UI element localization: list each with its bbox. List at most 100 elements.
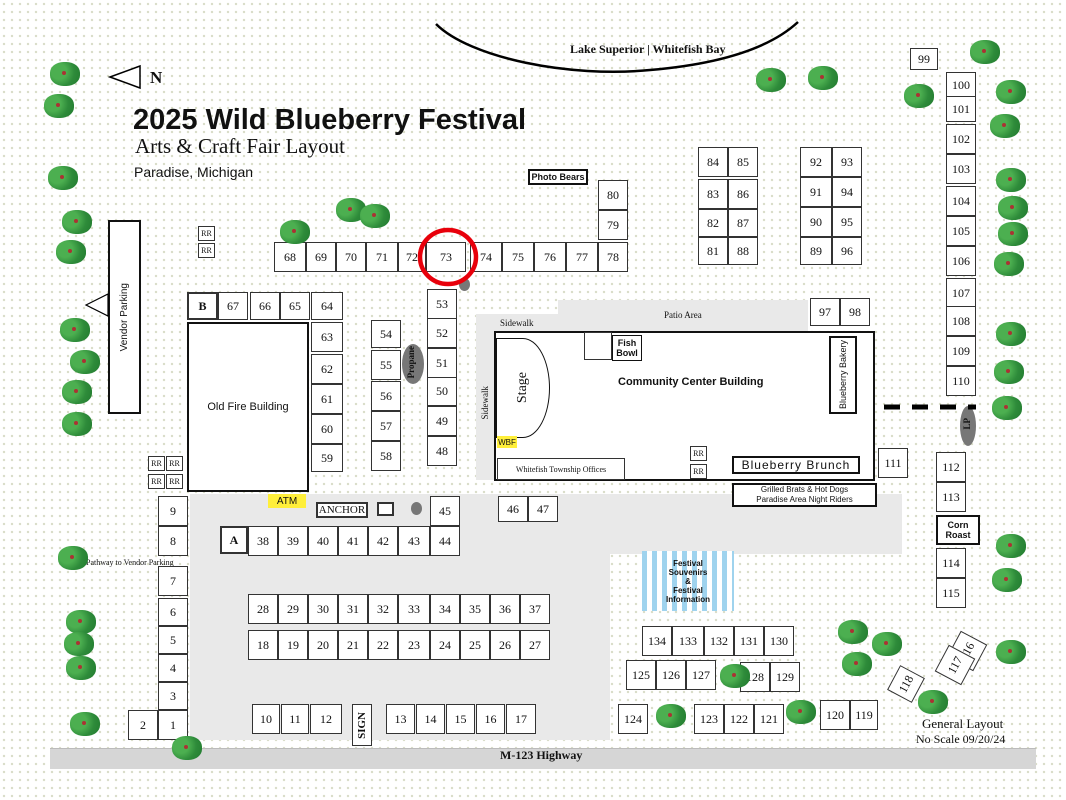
blueberry-brunch: Blueberry Brunch: [732, 456, 860, 474]
booth-125: 125: [626, 660, 656, 690]
booth-16: 16: [476, 704, 505, 734]
tree-icon: [62, 210, 92, 234]
booth-3: 3: [158, 682, 188, 710]
stage: Stage: [496, 338, 550, 438]
wbf-label: WBF: [497, 436, 517, 448]
booth-77: 77: [566, 242, 598, 272]
booth-84: 84: [698, 147, 728, 177]
tree-icon: [70, 350, 100, 374]
restroom-6: RR: [166, 474, 183, 489]
booth-9: 9: [158, 496, 188, 526]
booth-102: 102: [946, 124, 976, 154]
tree-icon: [56, 240, 86, 264]
propane-label: Propane: [406, 346, 416, 379]
booth-61: 61: [311, 384, 343, 414]
booth-114: 114: [936, 548, 966, 578]
booth-25: 25: [460, 630, 490, 660]
booth-107: 107: [946, 278, 976, 308]
booth-51: 51: [427, 348, 457, 378]
booth-106: 106: [946, 246, 976, 276]
booth-81: 81: [698, 237, 728, 265]
tree-icon: [996, 640, 1026, 664]
booth-30: 30: [308, 594, 338, 624]
booth-36: 36: [490, 594, 520, 624]
booth-33: 33: [398, 594, 430, 624]
booth-21: 21: [338, 630, 368, 660]
highlight-circle: [417, 227, 479, 287]
dashed-fence: [884, 404, 976, 410]
booth-126: 126: [656, 660, 686, 690]
patio-area: [558, 300, 808, 332]
tree-icon: [62, 412, 92, 436]
booth-15: 15: [446, 704, 475, 734]
booth-101: 101: [946, 96, 976, 122]
booth-20: 20: [308, 630, 338, 660]
north-arrow-icon: [108, 64, 141, 90]
tree-icon: [70, 712, 100, 736]
grilled-brats-stand: Grilled Brats & Hot Dogs Paradise Area N…: [732, 483, 877, 507]
restroom-3: RR: [148, 456, 165, 471]
general-layout-label: General Layout: [922, 716, 1004, 731]
tree-icon: [990, 114, 1020, 138]
booth-103: 103: [946, 154, 976, 184]
tree-icon: [280, 220, 310, 244]
booth-93: 93: [832, 147, 862, 177]
booth-96: 96: [832, 237, 862, 265]
booth-91: 91: [800, 177, 832, 207]
booth-44: 44: [430, 526, 460, 556]
tree-icon: [58, 546, 88, 570]
booth-98: 98: [840, 298, 870, 326]
booth-18: 18: [248, 630, 278, 660]
booth-120: 120: [820, 700, 850, 730]
booth-53: 53: [427, 289, 457, 319]
vendor-parking: Vendor Parking: [108, 220, 141, 414]
tree-icon: [64, 632, 94, 656]
lake-label: Lake Superior | Whitefish Bay: [570, 42, 726, 56]
booth-133: 133: [672, 626, 704, 656]
sidewalk-label-top: Sidewalk: [500, 318, 534, 328]
booth-113: 113: [936, 482, 966, 512]
booth-119: 119: [850, 700, 878, 730]
tree-icon: [996, 80, 1026, 104]
booth-59: 59: [311, 444, 343, 472]
booth-65: 65: [280, 292, 310, 320]
booth-62: 62: [311, 354, 343, 384]
old-fire-building: Old Fire Building: [187, 322, 309, 492]
booth-78: 78: [598, 242, 628, 272]
booth-121: 121: [754, 704, 784, 734]
booth-79: 79: [598, 210, 628, 240]
booth-105: 105: [946, 216, 976, 246]
booth-45: 45: [430, 496, 460, 526]
booth-50: 50: [427, 376, 457, 406]
booth-54: 54: [371, 320, 401, 348]
tree-icon: [786, 700, 816, 724]
booth-92: 92: [800, 147, 832, 177]
corn-roast: Corn Roast: [936, 515, 980, 545]
tree-icon: [994, 360, 1024, 384]
anchor: ANCHOR: [316, 502, 368, 518]
sidewalk-left: [476, 330, 496, 480]
booth-43: 43: [398, 526, 430, 556]
booth-48: 48: [427, 436, 457, 466]
anchor-small-box: [377, 502, 394, 516]
booth-123: 123: [694, 704, 724, 734]
booth-130: 130: [764, 626, 794, 656]
booth-41: 41: [338, 526, 368, 556]
tree-icon: [48, 166, 78, 190]
trash-can-2: [411, 502, 422, 515]
lake-shoreline: [435, 21, 799, 73]
restroom-8: RR: [690, 464, 707, 479]
tree-icon: [998, 196, 1028, 220]
tree-icon: [838, 620, 868, 644]
tree-icon: [656, 704, 686, 728]
booth-40: 40: [308, 526, 338, 556]
booth-85: 85: [728, 147, 758, 177]
booth-64: 64: [311, 292, 343, 320]
booth-10: 10: [252, 704, 280, 734]
booth-b: B: [187, 292, 218, 320]
booth-2: 2: [128, 710, 158, 740]
whitefish-township-offices: Whitefish Township Offices: [497, 458, 625, 480]
booth-52: 52: [427, 318, 457, 348]
restroom-5: RR: [148, 474, 165, 489]
booth-73: 73: [426, 242, 466, 272]
